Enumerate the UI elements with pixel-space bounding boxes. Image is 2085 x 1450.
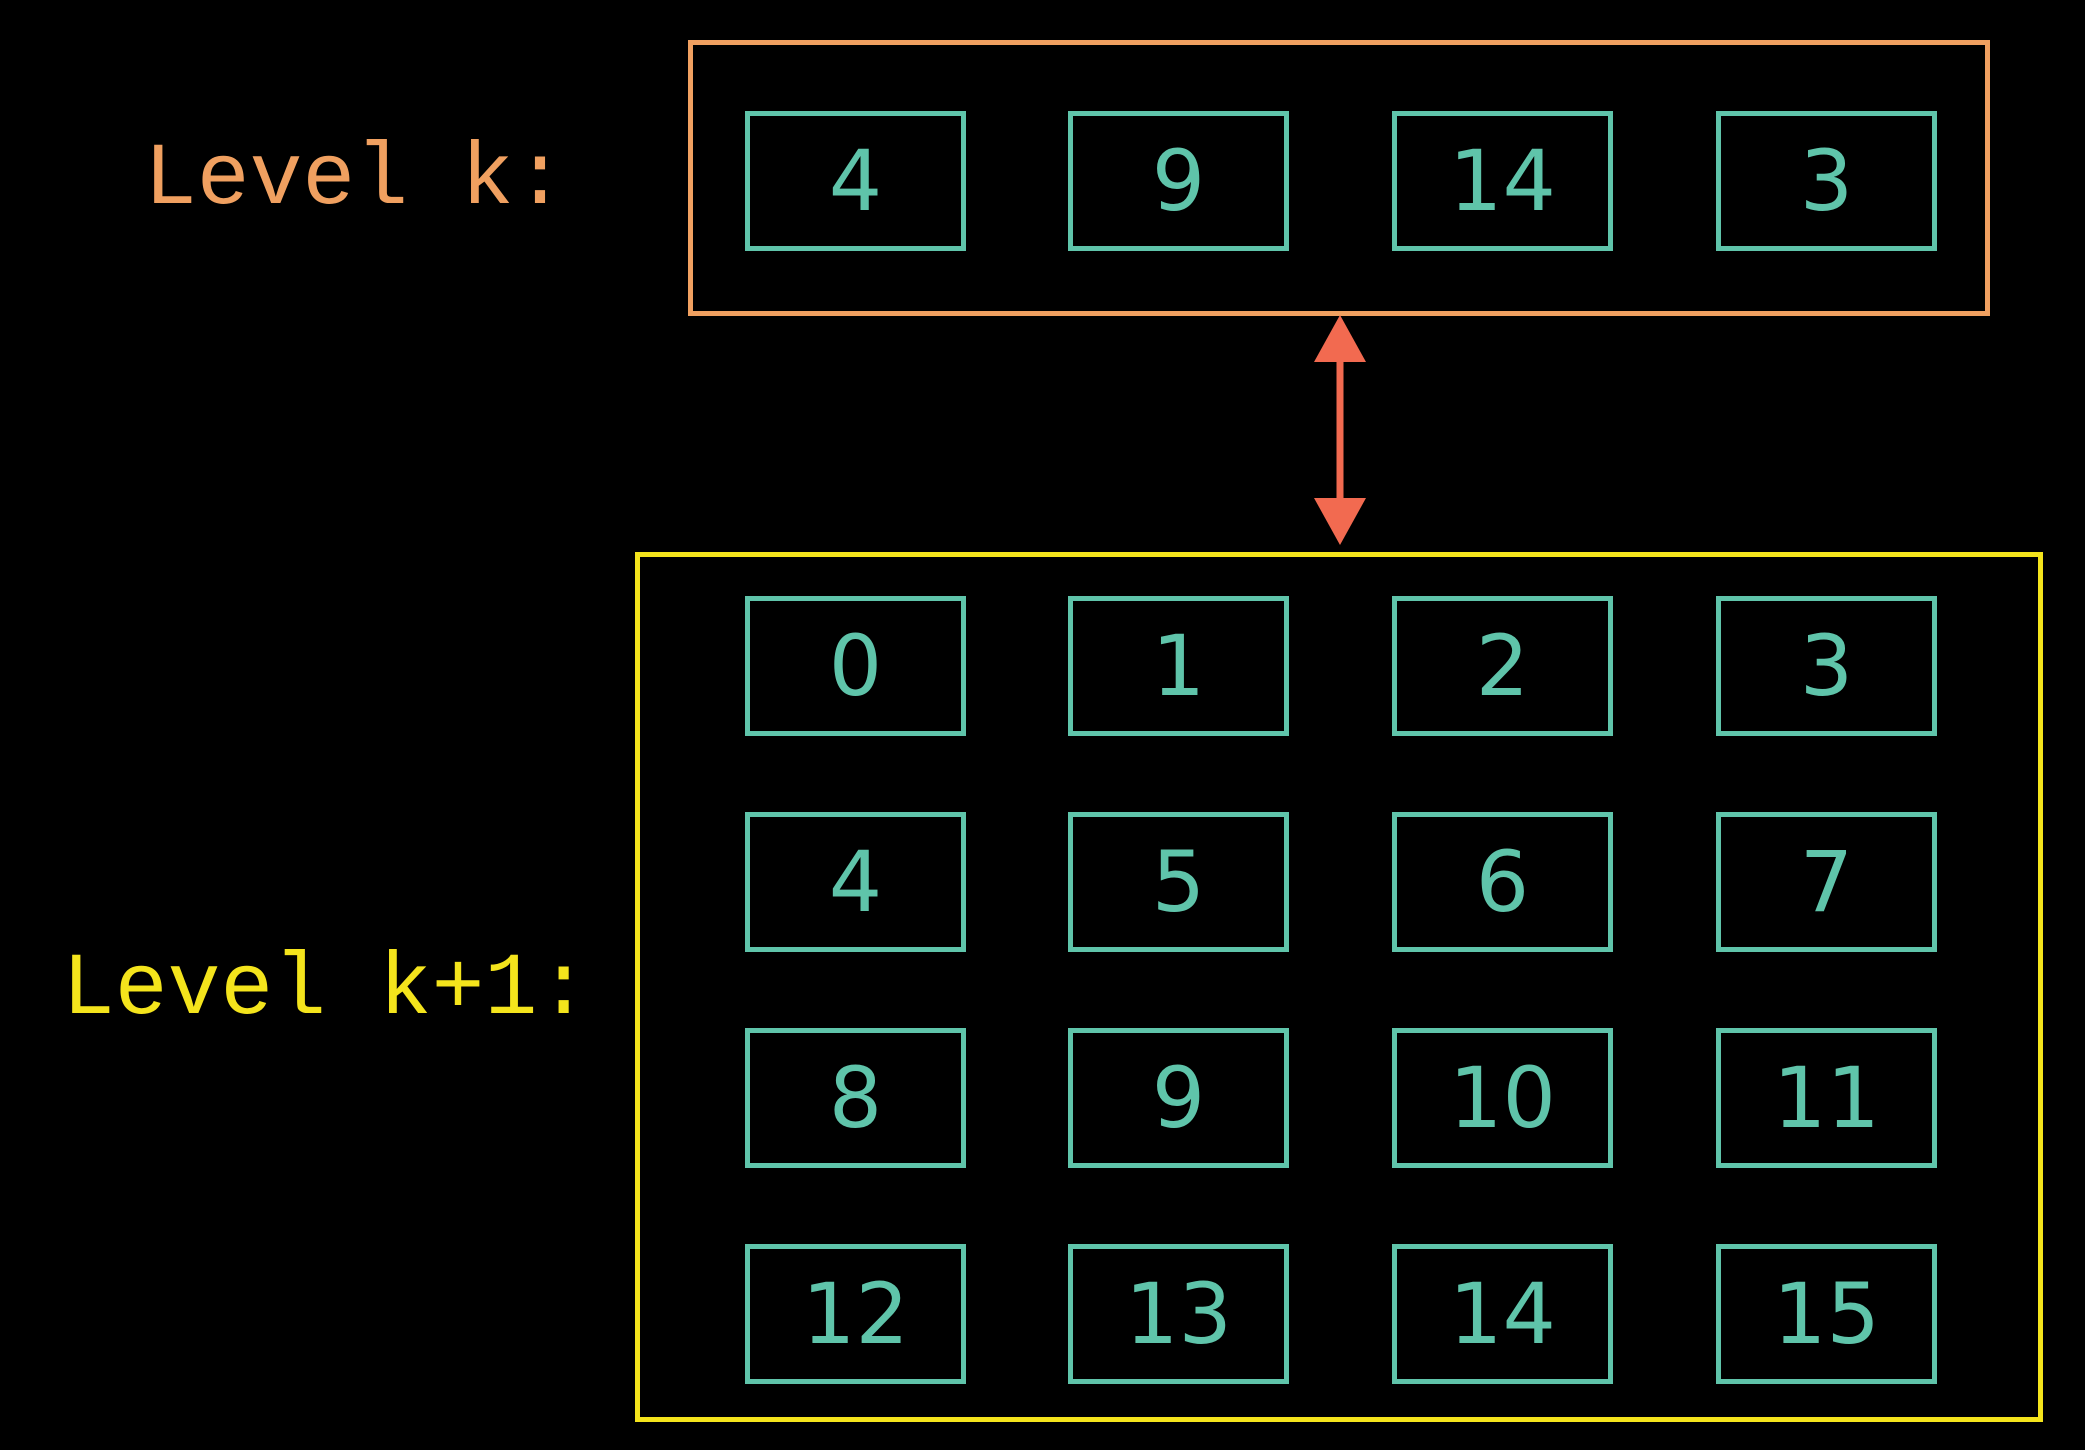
level-k-cell: 9 — [1068, 111, 1289, 251]
level-k1-cell: 3 — [1716, 596, 1937, 736]
level-k1-label: Level k+1: — [62, 941, 591, 1040]
level-k-label: Level k: — [144, 131, 567, 230]
level-k1-cell: 6 — [1392, 812, 1613, 952]
level-k-cell: 14 — [1392, 111, 1613, 251]
level-k1-cell: 14 — [1392, 1244, 1613, 1384]
level-k-cell: 4 — [745, 111, 966, 251]
level-k1-cell: 12 — [745, 1244, 966, 1384]
level-k1-cell: 9 — [1068, 1028, 1289, 1168]
level-k1-cell: 0 — [745, 596, 966, 736]
level-k1-cell: 10 — [1392, 1028, 1613, 1168]
level-k1-cell: 2 — [1392, 596, 1613, 736]
double-arrow-icon — [1314, 315, 1366, 545]
level-k1-cell: 7 — [1716, 812, 1937, 952]
level-k1-cell: 4 — [745, 812, 966, 952]
level-k1-cell: 11 — [1716, 1028, 1937, 1168]
level-k1-cell: 1 — [1068, 596, 1289, 736]
level-k1-cell: 8 — [745, 1028, 966, 1168]
level-k-frame — [688, 40, 1990, 316]
level-k-cell: 3 — [1716, 111, 1937, 251]
level-k1-cell: 13 — [1068, 1244, 1289, 1384]
level-k1-cell: 5 — [1068, 812, 1289, 952]
level-k1-frame — [635, 552, 2043, 1422]
level-k1-cell: 15 — [1716, 1244, 1937, 1384]
